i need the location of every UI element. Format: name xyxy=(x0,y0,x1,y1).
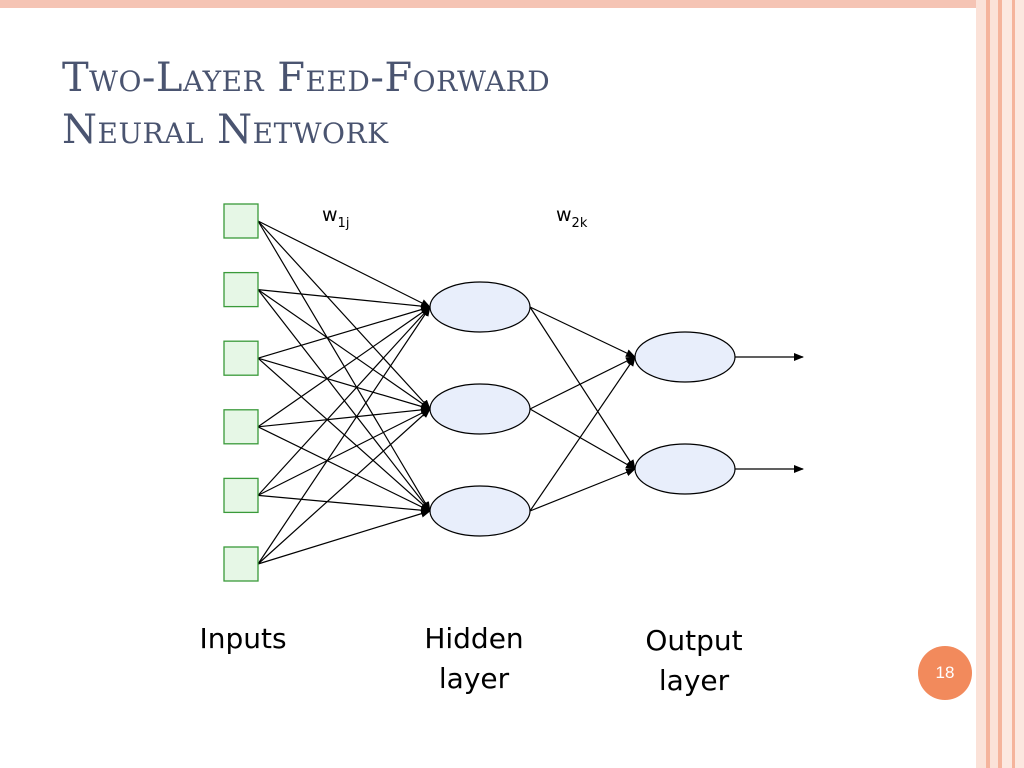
connection-hidden-3-output-2 xyxy=(529,468,636,512)
hidden-neuron-1 xyxy=(429,281,531,333)
w2k-subscript: 2k xyxy=(572,216,588,231)
connection-input-6-hidden-2 xyxy=(257,408,431,565)
connection-input-2-hidden-2 xyxy=(257,289,431,410)
connection-input-2-hidden-3 xyxy=(257,289,431,512)
connection-input-2-hidden-1 xyxy=(257,289,431,311)
connection-input-5-hidden-1 xyxy=(257,306,431,496)
title-line-2: Neural Network xyxy=(62,107,389,153)
input-node-5 xyxy=(223,477,259,514)
connection-input-6-hidden-1 xyxy=(257,306,431,565)
connection-input-4-hidden-3 xyxy=(257,426,431,512)
side-band-1 xyxy=(986,0,990,768)
connection-input-1-hidden-3 xyxy=(257,220,431,512)
connection-hidden-3-output-1 xyxy=(529,356,636,512)
title-line-1: Two-Layer Feed-Forward xyxy=(62,55,551,101)
connection-input-6-hidden-3 xyxy=(257,509,431,565)
connection-input-1-hidden-2 xyxy=(257,220,431,410)
hidden-neuron-3 xyxy=(429,485,531,537)
output-layer-label-line1: Output xyxy=(645,624,742,657)
w1j-label: w1j xyxy=(322,204,349,231)
connection-input-4-hidden-2 xyxy=(257,405,431,428)
side-band-3 xyxy=(998,0,1002,768)
connection-hidden-1-output-2 xyxy=(529,306,636,470)
side-band-5 xyxy=(1012,0,1015,768)
connection-hidden-1-output-1 xyxy=(529,306,636,358)
w1j-subscript: 1j xyxy=(338,216,350,231)
connection-hidden-2-output-2 xyxy=(529,408,636,470)
connection-hidden-2-output-1 xyxy=(529,356,636,410)
input-node-4 xyxy=(223,409,259,445)
connection-input-5-hidden-3 xyxy=(257,494,431,515)
hidden-layer-label-line2: layer xyxy=(439,662,510,695)
neurons xyxy=(223,203,736,582)
connection-input-5-hidden-2 xyxy=(257,408,431,496)
input-node-6 xyxy=(223,546,259,582)
connection-input-3-hidden-2 xyxy=(257,357,431,411)
w2k-base: w xyxy=(556,204,572,226)
output-neuron-2 xyxy=(634,443,736,495)
hidden-layer-label-line1: Hidden xyxy=(424,622,523,655)
hidden-neuron-2 xyxy=(429,383,531,435)
side-band-outer xyxy=(976,0,986,768)
input-node-1 xyxy=(223,203,259,239)
input-node-3 xyxy=(223,340,259,376)
slide-title: Two-Layer Feed-Forward Neural Network xyxy=(62,52,550,156)
w2k-label: w2k xyxy=(556,204,588,231)
page-number-badge: 18 xyxy=(918,646,972,700)
connections xyxy=(257,220,804,565)
connection-input-1-hidden-1 xyxy=(257,220,431,308)
w1j-base: w xyxy=(322,204,338,226)
output-neuron-1 xyxy=(634,331,736,383)
connection-input-4-hidden-1 xyxy=(257,306,431,428)
top-rule xyxy=(0,0,976,8)
input-node-2 xyxy=(223,271,259,308)
inputs-label: Inputs xyxy=(199,622,286,655)
output-layer-label-line2: layer xyxy=(659,664,730,697)
connection-input-3-hidden-1 xyxy=(257,305,431,359)
side-band-2 xyxy=(990,0,998,768)
